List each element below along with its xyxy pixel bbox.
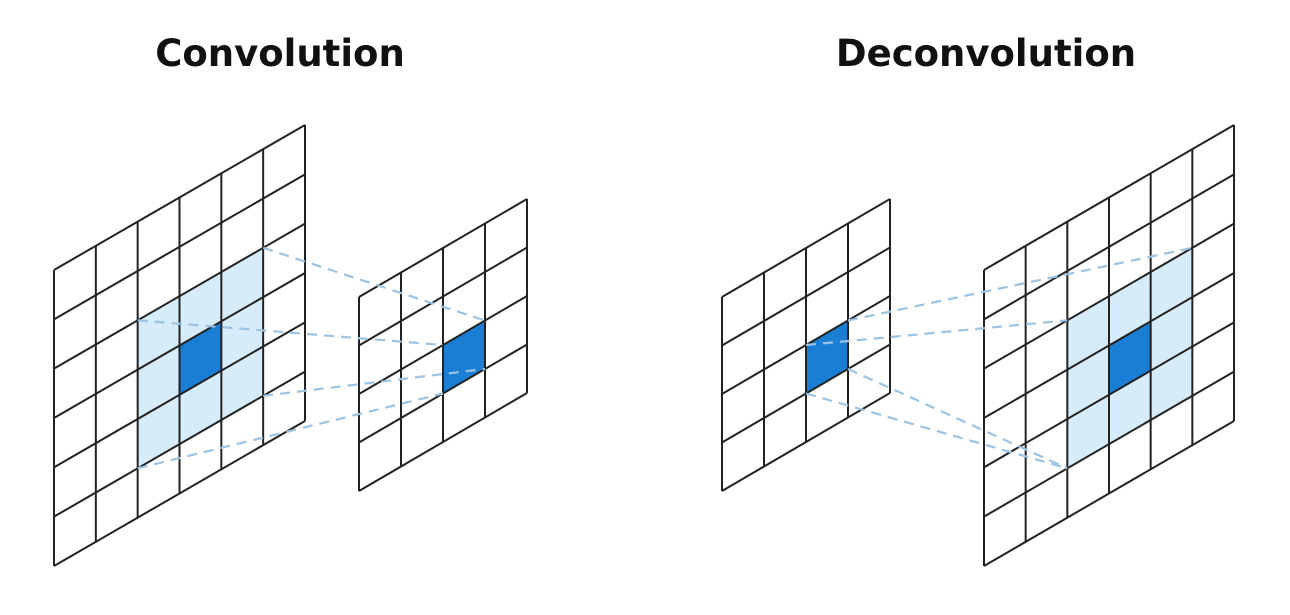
deconvolution-title: Deconvolution [835,32,1137,75]
conv-output-grid [358,198,528,492]
connector-line [847,367,1068,470]
deconv-output-grid-hline [983,370,1235,518]
deconv-output-grid-hline [983,420,1235,567]
conv-output-grid-hline [358,392,528,492]
deconv-output-grid [983,124,1235,567]
connector-line [847,246,1193,322]
deconvolution-panel [721,124,1235,567]
deconv-input-grid-hline [721,246,891,347]
connector-line [805,319,1068,347]
conv-output-grid-hline [358,198,528,298]
deconv-output-grid-hline [983,222,1235,370]
connector-line [263,367,486,397]
conv-input-grid-hline [53,321,306,469]
deconv-output-grid-hline [983,124,1235,271]
deconv-output-grid-hline [983,272,1235,419]
connector-line [137,319,444,347]
connector-line [805,392,1068,470]
conv-output-grid-hline [358,246,528,347]
convolution-title: Convolution [155,32,405,75]
conv-input-grid-hline [53,272,306,419]
deconv-input-grid-hline [721,198,891,298]
conv-input-grid-hline [53,124,306,271]
deconv-output-grid-hline [983,321,1235,469]
deconv-output-grid-hline [983,173,1235,321]
connector-line [262,246,486,322]
conv-connector-lines [137,246,486,470]
output-cell-highlight [443,320,485,394]
connector-line [137,392,444,470]
conv-input-grid-hline [53,420,306,567]
deconv-connector-lines [805,246,1193,470]
input-cell-highlight [806,320,848,394]
conv-input-grid [53,124,306,567]
conv-input-grid-hline [53,173,306,321]
convolution-panel [53,124,528,567]
